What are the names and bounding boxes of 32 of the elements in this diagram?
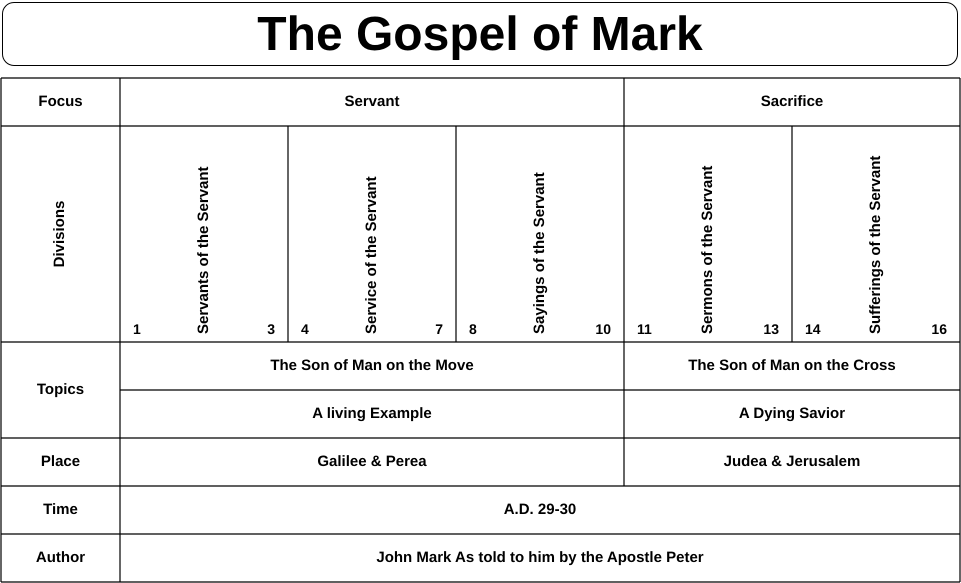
chapter-number: 4 [301, 320, 309, 338]
cell-text: The Son of Man on the Move [269, 356, 475, 376]
cell-text: Servant [343, 92, 401, 112]
chart-title: The Gospel of Mark [2, 2, 958, 66]
row-header: Topics [36, 380, 86, 400]
chapter-number: 14 [805, 320, 821, 338]
division-title: Servants of the Servant [195, 166, 213, 334]
cell-text: Galilee & Perea [316, 452, 428, 472]
chapter-number: 1 [133, 320, 141, 338]
cell-text: Judea & Jerusalem [722, 452, 862, 472]
chapter-number: 3 [267, 320, 275, 338]
chapter-number: 11 [637, 320, 652, 338]
chapter-number: 13 [763, 320, 779, 338]
cell-text: John Mark As told to him by the Apostle Peter [375, 548, 705, 568]
division-title: Sayings of the Servant [531, 172, 549, 334]
cell-text: A Dying Savior [738, 404, 846, 424]
chapter-number: 7 [435, 320, 443, 338]
cell-text: A.D. 29-30 [502, 500, 578, 520]
row-header: Divisions [51, 200, 69, 268]
row-header: Place [40, 452, 82, 472]
cell-text: Sacrifice [760, 92, 824, 112]
division-title: Service of the Servant [363, 176, 381, 334]
division-title: Sermons of the Servant [699, 166, 717, 334]
row-header: Time [42, 500, 79, 520]
chapter-number: 10 [595, 320, 611, 338]
row-header: Focus [37, 92, 84, 112]
cell-text: The Son of Man on the Cross [687, 356, 897, 376]
row-header: Author [34, 548, 86, 568]
chapter-number: 16 [931, 320, 947, 338]
division-title: Sufferings of the Servant [867, 156, 885, 334]
cell-text: A living Example [311, 404, 433, 424]
chapter-number: 8 [469, 320, 477, 338]
